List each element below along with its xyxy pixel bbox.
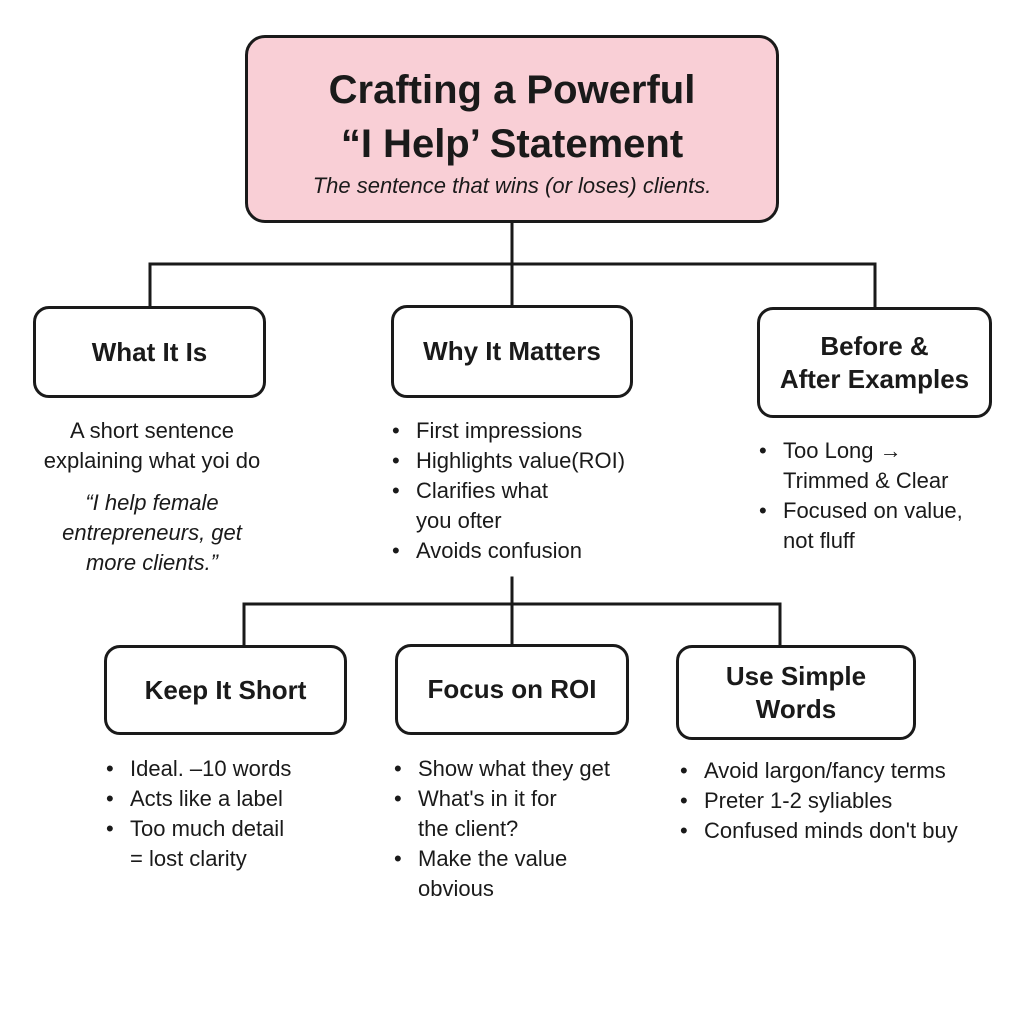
list-item: Avoids confusion — [390, 536, 660, 566]
list-item: What's in it for the client? — [392, 784, 662, 844]
node-label: What It Is — [91, 336, 208, 367]
node-label: Use Simple Words — [725, 660, 867, 724]
example-quote: “I help female entrepreneurs, get more c… — [62, 490, 242, 575]
list-item: Show what they get — [392, 754, 662, 784]
list-item: Highlights value(ROI) — [390, 446, 660, 476]
diagram-title: Crafting a Powerful “I Help’ Statement — [328, 68, 696, 166]
node-label: Why It Matters — [423, 336, 601, 366]
list-item: Focused on value, not fluff — [757, 496, 1019, 556]
node-before-after-examples: Before & After Examples — [757, 307, 992, 418]
list-item: Too Long → Trimmed & Clear — [757, 436, 1019, 496]
list-item: Acts like a label — [104, 784, 364, 814]
node-why-it-matters: Why It Matters — [391, 305, 633, 398]
node-label: Keep It Short — [144, 674, 307, 705]
node-use-simple-words: Use Simple Words — [676, 645, 916, 740]
node-what-it-is: What It Is — [33, 306, 266, 398]
node-keep-it-short: Keep It Short — [104, 645, 347, 735]
why-it-matters-bullets: First impressions Highlights value(ROI) … — [390, 416, 660, 566]
list-item: Preter 1-2 syliables — [678, 786, 1012, 816]
description-text: A short sentence explaining what yoi do — [43, 418, 261, 473]
list-item: Avoid largon/fancy terms — [678, 756, 1012, 786]
use-simple-words-bullets: Avoid largon/fancy terms Preter 1-2 syli… — [678, 756, 1012, 846]
what-it-is-description: A short sentence explaining what yoi do … — [18, 416, 286, 578]
list-item: Ideal. –10 words — [104, 754, 364, 784]
list-item: Too much detail = lost clarity — [104, 814, 364, 874]
list-item: Confused minds don't buy — [678, 816, 1012, 846]
list-item: First impressions — [390, 416, 660, 446]
node-label: Before & After Examples — [779, 330, 970, 394]
list-item: Make the value obvious — [392, 844, 662, 904]
root-node: Crafting a Powerful “I Help’ Statement T… — [245, 35, 779, 223]
before-after-bullets: Too Long → Trimmed & Clear Focused on va… — [757, 436, 1019, 556]
node-focus-on-roi: Focus on ROI — [395, 644, 629, 735]
keep-it-short-bullets: Ideal. –10 words Acts like a label Too m… — [104, 754, 364, 874]
focus-on-roi-bullets: Show what they get What's in it for the … — [392, 754, 662, 904]
list-item: Clarifies what you ofter — [390, 476, 660, 536]
node-label: Focus on ROI — [427, 674, 597, 704]
diagram-subtitle: The sentence that wins (or loses) client… — [312, 173, 712, 198]
